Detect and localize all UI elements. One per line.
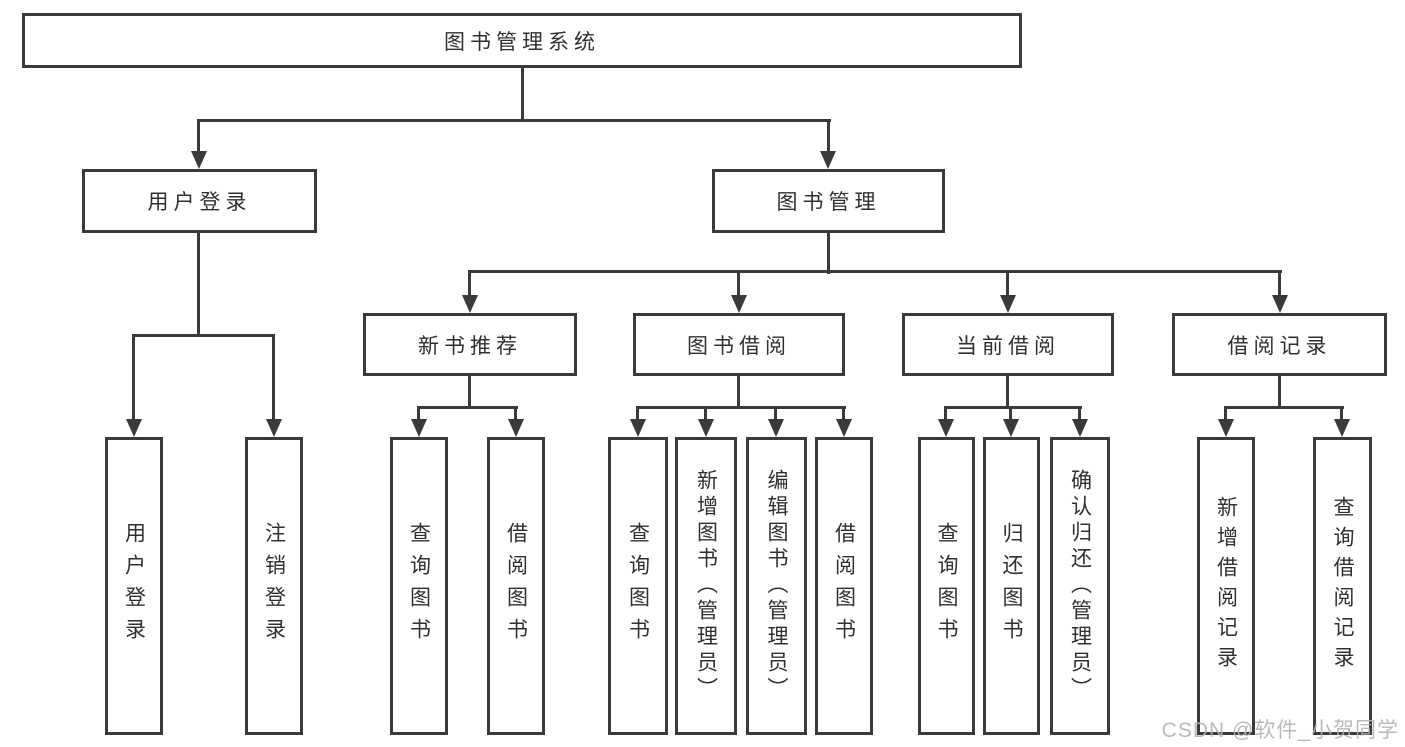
- leaf-newbooks-borrow: 借阅图书: [487, 437, 545, 735]
- leaf-current-confirm-return-admin-label: 确认归还（管理员）: [1068, 469, 1092, 703]
- connector-to-newbook: [468, 270, 471, 297]
- node-user-login: 用户登录: [82, 169, 317, 233]
- leaf-newbooks-query: 查询图书: [390, 437, 448, 735]
- arrow-down-icon: [698, 419, 714, 437]
- node-book-management-label: 图书管理: [776, 191, 881, 214]
- leaf-borrowing-query: 查询图书: [608, 437, 668, 735]
- connector-userlogin-leaf1: [132, 334, 135, 421]
- arrow-down-icon: [1072, 419, 1088, 437]
- leaf-logout-label: 注销登录: [262, 522, 286, 650]
- arrow-down-icon: [1272, 295, 1288, 313]
- arrow-down-icon: [1218, 419, 1234, 437]
- connector-userlogin-leaf2: [272, 334, 275, 421]
- connector-newbook-stem: [468, 376, 471, 409]
- leaf-newbooks-query-label: 查询图书: [407, 522, 431, 650]
- node-borrowing-records: 借阅记录: [1172, 313, 1387, 376]
- arrow-down-icon: [820, 151, 836, 169]
- leaf-borrowing-add-admin: 新增图书（管理员）: [675, 437, 737, 735]
- leaf-borrowing-add-admin-label: 新增图书（管理员）: [694, 469, 718, 703]
- connector-userlogin-stem: [197, 233, 200, 337]
- arrow-down-icon: [462, 295, 478, 313]
- connector-currentborrow-leaf1: [944, 406, 947, 421]
- leaf-records-add: 新增借阅记录: [1197, 437, 1255, 735]
- connector-currentborrow-leaf2: [1009, 406, 1012, 421]
- leaf-current-return-label: 归还图书: [1000, 522, 1023, 650]
- node-current-borrowing: 当前借阅: [902, 313, 1114, 376]
- node-book-borrowing: 图书借阅: [633, 313, 845, 376]
- connector-records-leaf1: [1224, 406, 1227, 421]
- connector-root-stem: [521, 68, 524, 122]
- leaf-records-query-label: 查询借阅记录: [1331, 496, 1354, 676]
- node-current-borrowing-label: 当前借阅: [956, 334, 1060, 358]
- node-new-book-recommend: 新书推荐: [363, 313, 577, 376]
- connector-currentborrow-leaf3: [1078, 406, 1081, 421]
- connector-bookmgmt-bus: [468, 270, 1282, 273]
- node-root-label: 图书管理系统: [444, 30, 600, 54]
- connector-currentborrow-bus: [944, 406, 1082, 409]
- leaf-borrowing-borrow-label: 借阅图书: [832, 522, 856, 650]
- connector-newbook-leaf1: [417, 406, 420, 421]
- connector-to-currentborrow: [1006, 270, 1009, 297]
- node-book-management: 图书管理: [712, 169, 945, 233]
- arrow-down-icon: [836, 419, 852, 437]
- connector-root-bus: [197, 119, 831, 122]
- arrow-down-icon: [768, 419, 784, 437]
- arrow-down-icon: [1334, 419, 1350, 437]
- leaf-borrowing-edit-admin-label: 编辑图书（管理员）: [765, 469, 788, 703]
- leaf-logout: 注销登录: [245, 437, 303, 735]
- connector-newbook-leaf2: [514, 406, 517, 421]
- connector-records-stem: [1278, 376, 1281, 409]
- node-user-login-label: 用户登录: [147, 191, 252, 214]
- arrow-down-icon: [508, 419, 524, 437]
- connector-bookborrow-bus: [636, 406, 846, 409]
- leaf-newbooks-borrow-label: 借阅图书: [504, 522, 528, 650]
- connector-records-bus: [1224, 406, 1344, 409]
- leaf-borrowing-query-label: 查询图书: [626, 522, 650, 650]
- connector-currentborrow-stem: [1006, 376, 1009, 409]
- leaf-current-query-label: 查询图书: [935, 522, 958, 650]
- node-borrowing-records-label: 借阅记录: [1227, 334, 1332, 358]
- node-new-book-recommend-label: 新书推荐: [418, 334, 522, 358]
- arrow-down-icon: [1000, 295, 1016, 313]
- connector-records-leaf2: [1340, 406, 1343, 421]
- leaf-current-query: 查询图书: [918, 437, 975, 735]
- arrow-down-icon: [938, 419, 954, 437]
- connector-bookborrow-leaf3: [774, 406, 777, 421]
- leaf-borrowing-edit-admin: 编辑图书（管理员）: [746, 437, 807, 735]
- connector-root-to-userlogin: [197, 119, 200, 153]
- arrow-down-icon: [630, 419, 646, 437]
- arrow-down-icon: [1003, 419, 1019, 437]
- connector-root-to-bookmgmt: [827, 119, 830, 153]
- arrow-down-icon: [411, 419, 427, 437]
- arrow-down-icon: [266, 419, 282, 437]
- connector-to-records: [1278, 270, 1281, 297]
- node-book-borrowing-label: 图书借阅: [687, 334, 791, 358]
- connector-to-bookborrow: [737, 270, 740, 297]
- leaf-current-return: 归还图书: [983, 437, 1040, 735]
- arrow-down-icon: [731, 295, 747, 313]
- leaf-user-login-label: 用户登录: [122, 522, 146, 650]
- leaf-user-login: 用户登录: [105, 437, 163, 735]
- connector-bookborrow-leaf2: [704, 406, 707, 421]
- connector-newbook-bus: [417, 406, 518, 409]
- leaf-records-add-label: 新增借阅记录: [1214, 496, 1238, 676]
- connector-bookborrow-stem: [737, 376, 740, 409]
- connector-bookborrow-leaf4: [842, 406, 845, 421]
- node-root: 图书管理系统: [22, 13, 1022, 68]
- leaf-borrowing-borrow: 借阅图书: [815, 437, 873, 735]
- arrow-down-icon: [126, 419, 142, 437]
- leaf-current-confirm-return-admin: 确认归还（管理员）: [1050, 437, 1110, 735]
- connector-bookmgmt-stem: [827, 233, 830, 274]
- connector-bookborrow-leaf1: [636, 406, 639, 421]
- connector-userlogin-bus: [132, 334, 275, 337]
- leaf-records-query: 查询借阅记录: [1313, 437, 1372, 735]
- arrow-down-icon: [191, 151, 207, 169]
- csdn-watermark: CSDN @软件_小贺同学: [1161, 719, 1399, 742]
